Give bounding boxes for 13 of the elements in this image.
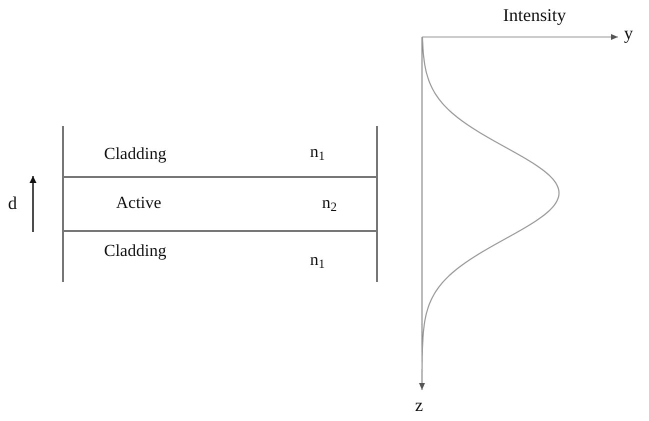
axis-title: Intensity: [503, 6, 566, 24]
layer-band: [62, 178, 378, 230]
dimension-label: d: [8, 194, 17, 212]
refractive-index: n$_{1}$: [310, 251, 325, 268]
refractive-index: n$_{2}$: [322, 194, 337, 211]
layer-band: [62, 230, 378, 282]
layer-name: Active: [116, 194, 162, 211]
refractive-index: n$_{1}$: [310, 143, 325, 160]
layer-band: [62, 126, 378, 178]
layer-name: Cladding: [104, 242, 166, 259]
layer-name: Cladding: [104, 145, 166, 162]
axis-label: z: [415, 396, 423, 414]
axis-label: y: [624, 24, 633, 42]
